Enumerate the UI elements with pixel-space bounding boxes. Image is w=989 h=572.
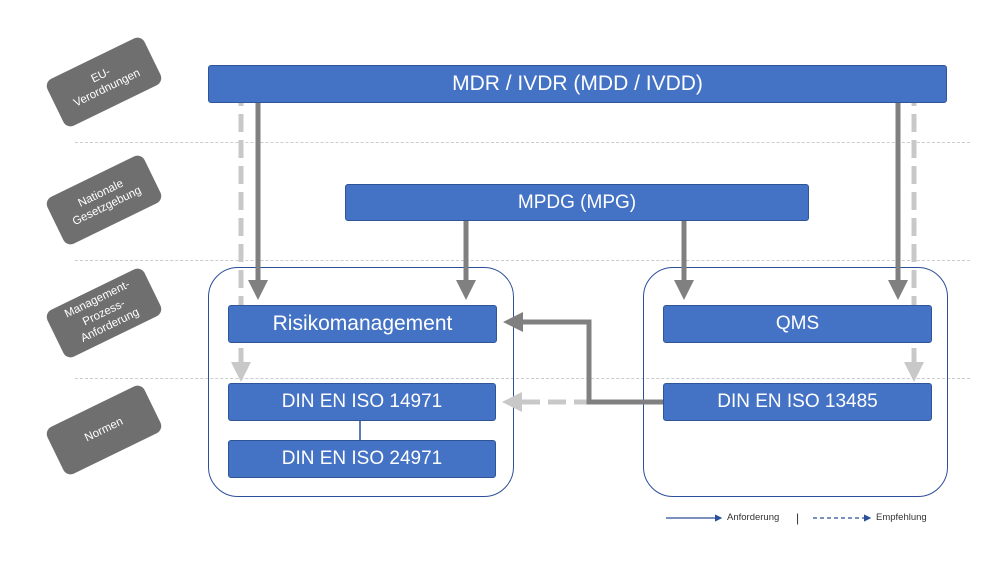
qms-group-container (643, 267, 948, 497)
divider-eu-national (75, 142, 970, 143)
divider-management-normen (75, 378, 970, 379)
iso13485-box: DIN EN ISO 13485 (663, 383, 932, 421)
legend-requirement-label: Anforderung (727, 512, 780, 523)
requirement-arrow-iso13485-to-risk (503, 312, 668, 405)
mpdg-box: MPDG (MPG) (345, 184, 809, 221)
risk-group-container (208, 267, 514, 497)
legend-separator: | (796, 511, 800, 525)
mdr-ivdr-box: MDR / IVDR (MDD / IVDD) (208, 65, 947, 103)
iso24971-box: DIN EN ISO 24971 (228, 440, 496, 478)
iso14971-box: DIN EN ISO 14971 (228, 383, 496, 421)
qms-box: QMS (663, 305, 932, 343)
risikomanagement-box: Risikomanagement (228, 305, 497, 343)
divider-national-management (75, 260, 970, 261)
legend-recommendation-label: Empfehlung (876, 512, 927, 523)
